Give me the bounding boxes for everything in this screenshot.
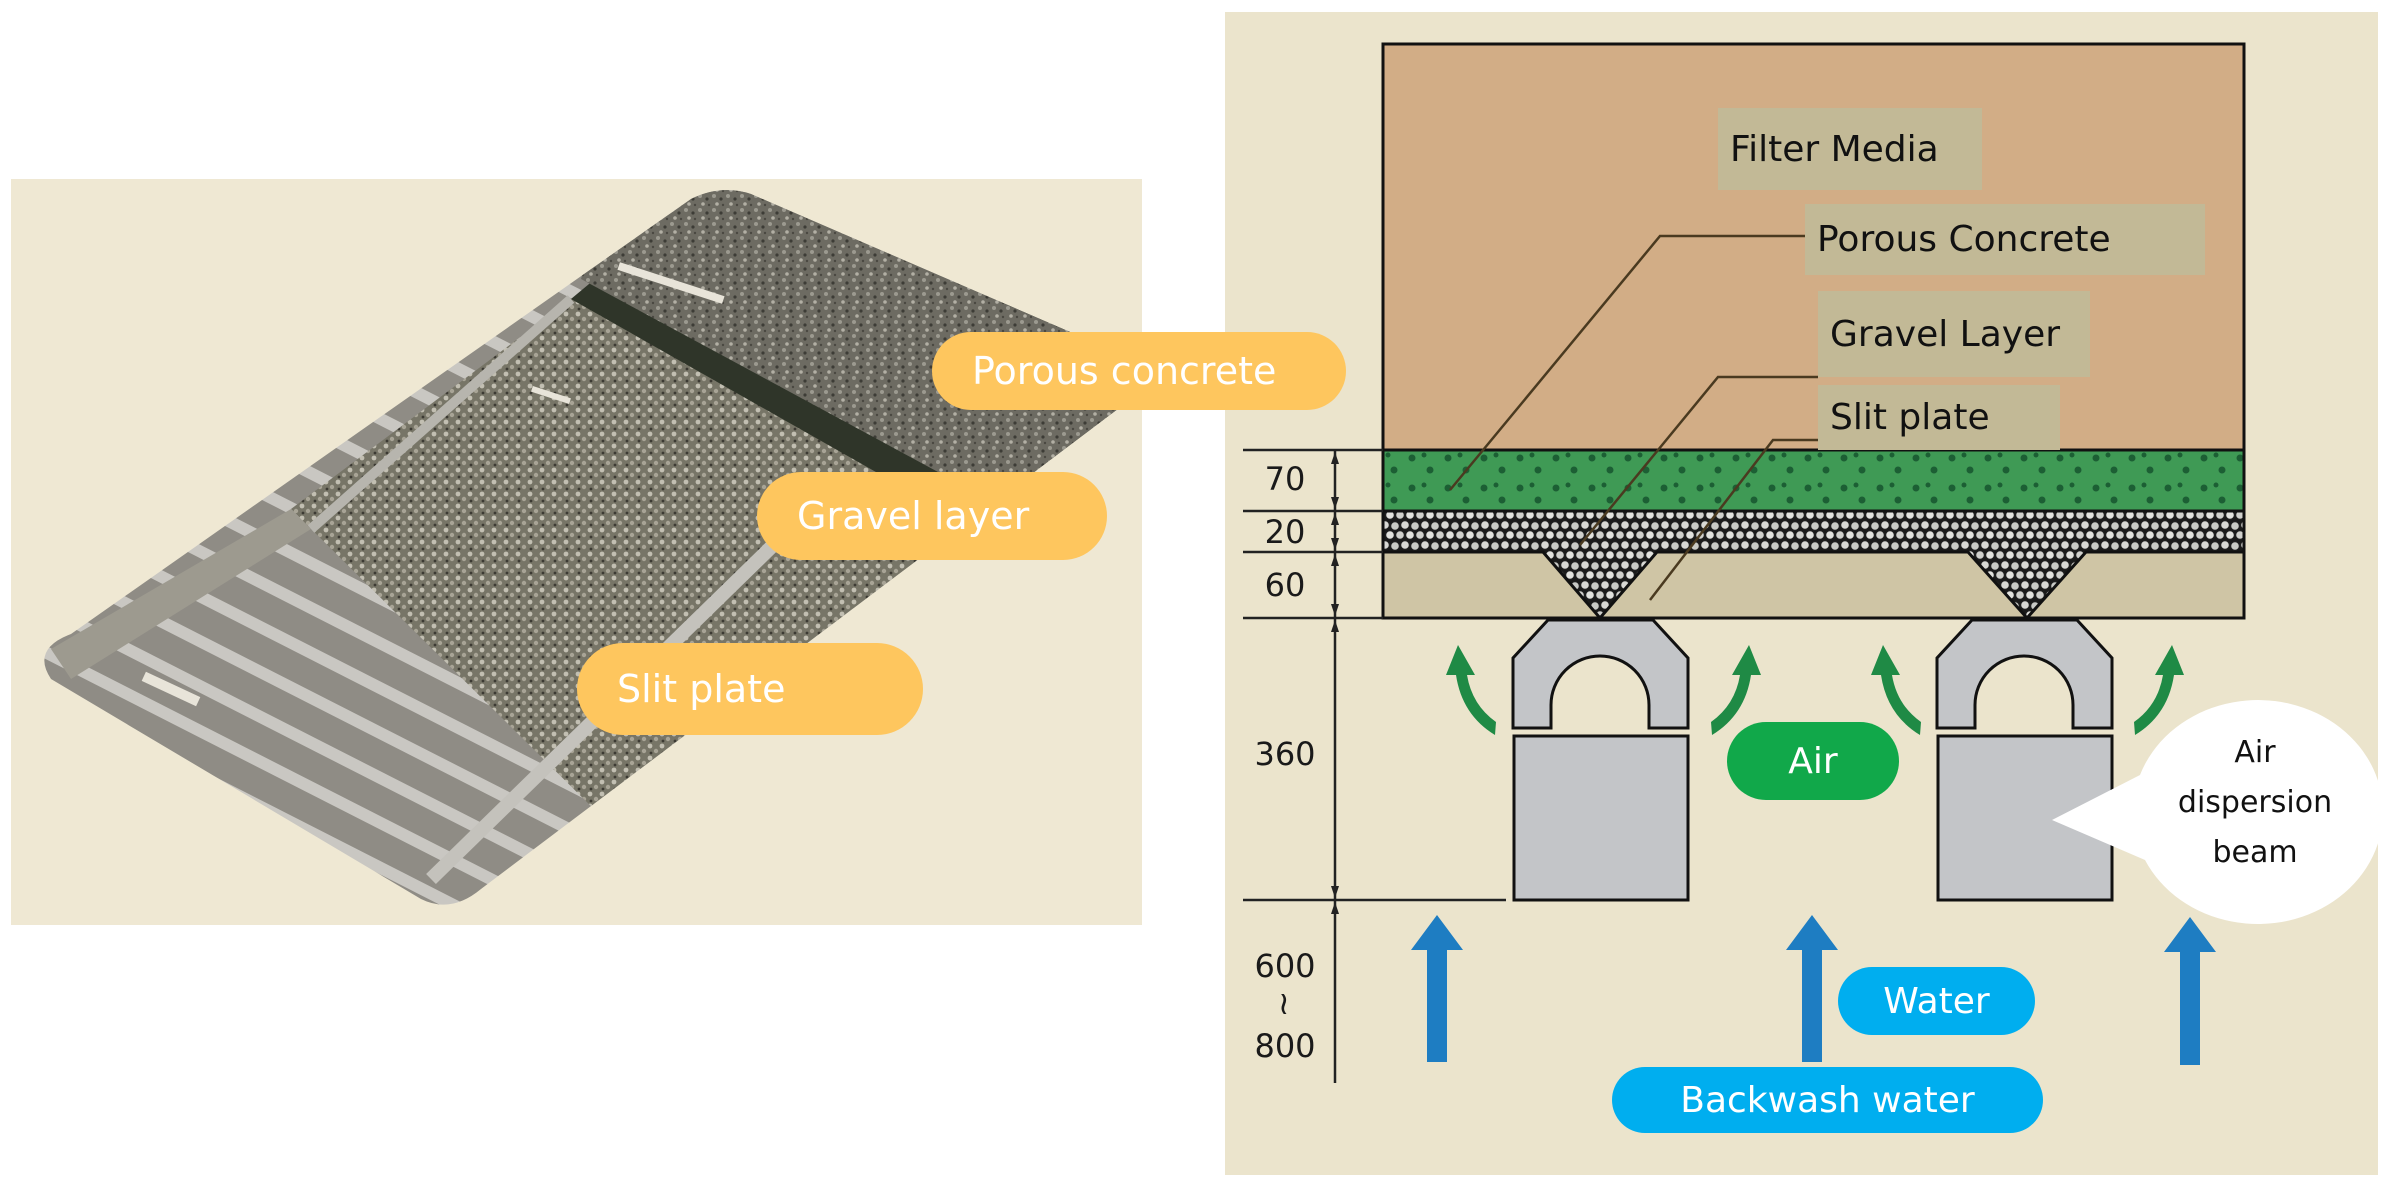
water-flow-arrows: [1411, 915, 2216, 1065]
air-arrow-icon: [1711, 645, 1761, 735]
dim-underdrain-max: 800: [1254, 1027, 1316, 1065]
label-slit-plate: Slit plate: [1818, 385, 2060, 450]
air-arrow-icon: [1446, 645, 1496, 735]
label-porous-concrete: Porous Concrete: [1805, 204, 2205, 275]
air-dispersion-beam-2: [1935, 618, 2114, 902]
beam-callout-bubble: [2052, 700, 2378, 925]
leader-porous-concrete: [1449, 234, 1805, 491]
gravel-layer: [1381, 509, 2246, 621]
beam-callout-line: dispersion: [2177, 785, 2333, 820]
beam-callout-line: beam: [2212, 835, 2298, 870]
air-flow-arrows: [1446, 645, 2184, 735]
backwash-water-label: Backwash water: [1612, 1067, 2043, 1133]
beam-callout-line: Air: [2234, 735, 2276, 770]
water-arrow-icon: [1411, 915, 1463, 1062]
water-label: Water: [1838, 967, 2035, 1035]
leader-slit-plate: [1649, 438, 1818, 601]
air-arrow-icon: [1871, 645, 1921, 735]
leader-gravel-layer: [1579, 375, 1818, 546]
dim-beam-height: 360: [1254, 735, 1316, 773]
air-arrow-icon: [2134, 645, 2184, 735]
porous-concrete-layer: [1381, 448, 2246, 513]
callout-slit-plate: Slit plate: [577, 643, 923, 735]
side-wall: [51, 509, 311, 679]
callout-porous-concrete: Porous concrete: [932, 332, 1346, 410]
label-filter-media: Filter Media: [1718, 108, 1982, 190]
air-dispersion-beam-1: [1511, 618, 1690, 902]
plaque: [141, 671, 201, 707]
callout-gravel-layer: Gravel layer: [757, 472, 1107, 560]
beam-callout-text: Air dispersion beam: [2150, 728, 2360, 878]
plaque: [531, 385, 571, 405]
dim-porous-concrete: 70: [1264, 460, 1306, 498]
label-gravel-layer: Gravel Layer: [1818, 291, 2090, 377]
dim-slit-plate: 60: [1264, 566, 1306, 604]
dim-gravel-layer: 20: [1264, 513, 1306, 551]
air-label: Air: [1727, 722, 1899, 800]
slit-plate-layer: [1381, 550, 2246, 620]
dim-underdrain-min: 600: [1254, 947, 1316, 985]
water-arrow-icon: [1786, 915, 1838, 1062]
dimension-arrowheads: [1331, 452, 1339, 914]
water-arrow-icon: [2164, 917, 2216, 1065]
plaque: [617, 262, 725, 304]
divider-rib: [307, 295, 575, 533]
